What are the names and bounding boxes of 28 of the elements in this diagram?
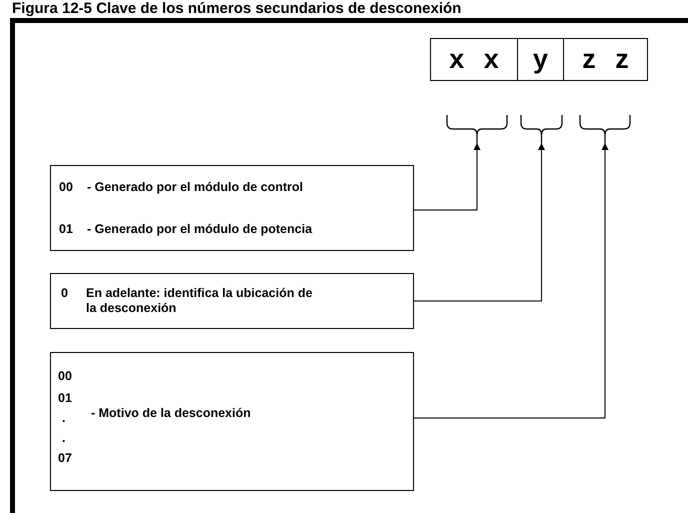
description-text: 01 [59, 222, 73, 237]
description-text: - Motivo de la desconexión [91, 406, 251, 421]
figure-title: Figura 12-5 Clave de los números secundarios de desconexión [12, 0, 462, 17]
curly-bracket [579, 115, 631, 143]
code-digit-cell [563, 38, 648, 81]
arrow [414, 142, 480, 210]
description-text: 01 [58, 391, 72, 406]
description-box [50, 352, 414, 491]
description-text: En adelante: identifica la ubicación de la desconexión [86, 286, 314, 316]
arrow [414, 142, 545, 302]
description-text: - Generado por el módulo de control [87, 180, 303, 195]
curly-bracket [446, 115, 508, 143]
description-box [50, 273, 414, 329]
arrow [414, 142, 608, 418]
code-letters: z z [582, 44, 629, 75]
code-letters: x x [449, 44, 499, 75]
description-text: 00 [58, 369, 72, 384]
code-digit-cell [517, 38, 564, 81]
code-letters: y [532, 44, 548, 75]
curly-bracket [520, 115, 563, 143]
description-text: . [62, 431, 66, 446]
description-text: . [62, 411, 66, 426]
description-text: - Generado por el módulo de potencia [87, 222, 312, 237]
description-text: 0 [61, 286, 68, 301]
description-box [50, 165, 414, 251]
description-text: 07 [58, 451, 72, 466]
code-digit-cell [430, 38, 518, 81]
description-text: 00 [59, 180, 73, 195]
